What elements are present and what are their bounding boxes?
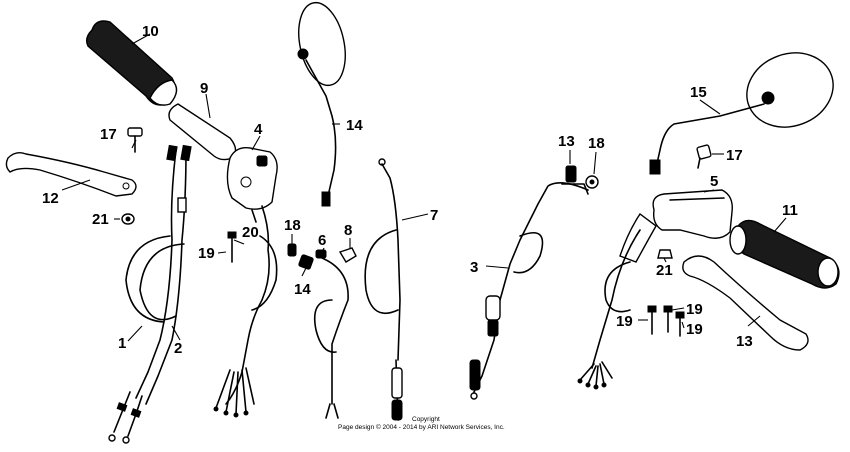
callout-18-left: 18 bbox=[284, 217, 301, 234]
callout-12: 12 bbox=[42, 190, 59, 207]
throttle-cables-parts-1-2[interactable] bbox=[108, 144, 192, 444]
callout-17-left: 17 bbox=[100, 126, 117, 143]
callout-13: 13 bbox=[736, 333, 753, 350]
washer-part-18-right[interactable] bbox=[585, 175, 599, 189]
callout-14-right: 13 bbox=[558, 133, 575, 150]
callout-21-right: 21 bbox=[656, 262, 673, 279]
callout-10: 10 bbox=[142, 23, 159, 40]
mirror-part-16[interactable] bbox=[649, 41, 844, 175]
bolt-part-14-left[interactable] bbox=[298, 254, 314, 270]
callout-19-right-c: 19 bbox=[686, 321, 703, 338]
bolt-part-14-right[interactable] bbox=[561, 165, 589, 195]
right-harness[interactable] bbox=[577, 229, 641, 390]
callout-21-left: 21 bbox=[92, 211, 109, 228]
switch-cable-part-6[interactable] bbox=[313, 249, 349, 419]
callout-6: 6 bbox=[318, 232, 326, 249]
bolt-part-17-right[interactable] bbox=[696, 144, 712, 169]
screw-part-18-left[interactable] bbox=[287, 243, 297, 257]
callout-17-right: 17 bbox=[726, 147, 743, 164]
brake-hose-part-3[interactable] bbox=[469, 182, 589, 400]
callout-7: 7 bbox=[430, 207, 438, 224]
screw-part-19-left[interactable] bbox=[227, 231, 237, 263]
callout-19-left: 19 bbox=[198, 245, 215, 262]
callout-19-right-b: 19 bbox=[686, 301, 703, 318]
callout-1: 1 bbox=[118, 335, 126, 352]
fitting-part-8[interactable] bbox=[338, 247, 357, 263]
callout-8: 8 bbox=[344, 222, 352, 239]
bolt-part-17-left[interactable] bbox=[127, 127, 143, 153]
callout-11: 11 bbox=[782, 202, 798, 219]
nut-part-21-right[interactable] bbox=[657, 249, 673, 259]
callout-4: 4 bbox=[254, 121, 263, 138]
master-cylinder-part-5[interactable] bbox=[619, 189, 733, 263]
copyright-line-1: Copyright bbox=[412, 416, 440, 423]
throttle-tube-part-9[interactable] bbox=[168, 103, 237, 161]
clutch-lever-part-12[interactable] bbox=[5, 151, 137, 197]
callout-9: 9 bbox=[200, 80, 208, 97]
right-grip-part-11[interactable] bbox=[729, 219, 840, 289]
callout-20: 20 bbox=[242, 224, 259, 241]
cable-part-7[interactable] bbox=[364, 158, 403, 421]
callout-15: 14 bbox=[346, 117, 363, 134]
brake-lever-part-13[interactable] bbox=[682, 255, 809, 351]
left-switch-housing-part-4[interactable] bbox=[226, 147, 278, 223]
callout-16: 15 bbox=[690, 84, 707, 101]
callout-2: 2 bbox=[174, 340, 182, 357]
screws-part-19-right[interactable] bbox=[647, 305, 685, 337]
left-grip-part-10[interactable] bbox=[85, 20, 178, 106]
callout-18-right: 18 bbox=[588, 135, 605, 152]
switch-harness-part-20[interactable] bbox=[213, 205, 278, 418]
nut-part-21-left[interactable] bbox=[121, 213, 135, 225]
callout-3: 3 bbox=[470, 259, 478, 276]
mirror-part-15[interactable] bbox=[292, 0, 353, 207]
copyright-line-2: Page design © 2004 - 2014 by ARI Network… bbox=[338, 423, 505, 431]
callout-5: 5 bbox=[710, 173, 718, 190]
callout-19-right-a: 19 bbox=[616, 313, 633, 330]
callout-14-left: 14 bbox=[294, 281, 311, 298]
